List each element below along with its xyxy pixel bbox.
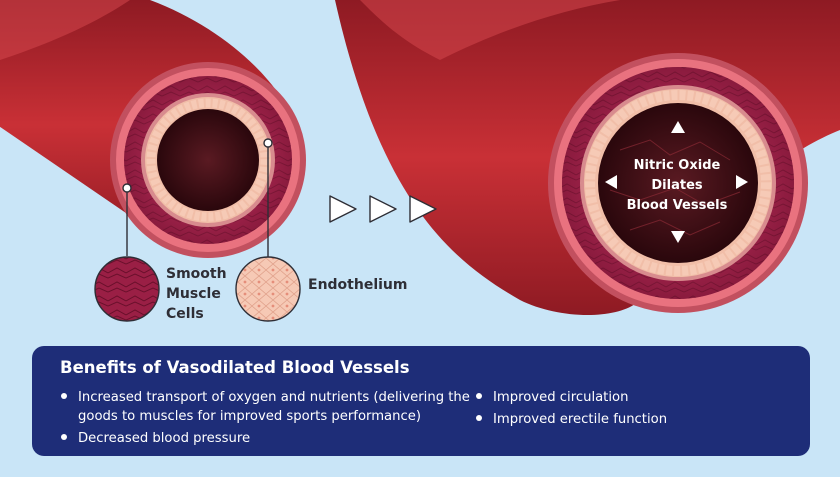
benefit-item: Improved circulation bbox=[476, 388, 785, 407]
dilation-arrows bbox=[605, 121, 748, 243]
smooth-muscle-label: Smooth Muscle Cells bbox=[166, 264, 246, 324]
endothelium-zoom bbox=[235, 256, 301, 322]
smooth-muscle-label-line: Muscle bbox=[166, 286, 221, 302]
arrow-down-icon bbox=[671, 231, 685, 243]
play-arrow-icon bbox=[409, 195, 437, 223]
constricted-vessel bbox=[0, 0, 306, 258]
benefits-title: Benefits of Vasodilated Blood Vessels bbox=[60, 358, 410, 377]
benefit-item: Increased transport of oxygen and nutrie… bbox=[61, 388, 470, 426]
benefit-item: Improved erectile function bbox=[476, 410, 785, 429]
callout-dot bbox=[263, 138, 273, 148]
smooth-muscle-label-line: Smooth bbox=[166, 266, 227, 282]
benefits-list-left: Increased transport of oxygen and nutrie… bbox=[61, 388, 470, 451]
nitric-oxide-line: Nitric Oxide bbox=[633, 158, 721, 173]
nitric-oxide-line: Dilates bbox=[651, 178, 703, 193]
progression-arrows bbox=[329, 195, 437, 223]
nitric-oxide-line: Blood Vessels bbox=[626, 198, 728, 213]
callout-dot bbox=[122, 183, 132, 193]
arrow-right-icon bbox=[736, 175, 748, 189]
play-arrow-icon bbox=[329, 195, 357, 223]
benefit-item: Decreased blood pressure bbox=[61, 429, 470, 448]
benefits-panel: Benefits of Vasodilated Blood Vessels In… bbox=[32, 346, 810, 456]
dilated-vessel bbox=[335, 0, 840, 315]
endothelium-label: Endothelium bbox=[308, 277, 408, 293]
play-arrow-icon bbox=[369, 195, 397, 223]
smooth-muscle-label-line: Cells bbox=[166, 306, 204, 322]
nitric-oxide-caption: Nitric Oxide Dilates Blood Vessels bbox=[617, 156, 737, 216]
benefits-list-right: Improved circulation Improved erectile f… bbox=[476, 388, 785, 432]
arrow-up-icon bbox=[671, 121, 685, 133]
smooth-muscle-zoom bbox=[94, 256, 160, 322]
callout-lines bbox=[126, 143, 269, 257]
arrow-left-icon bbox=[605, 175, 617, 189]
